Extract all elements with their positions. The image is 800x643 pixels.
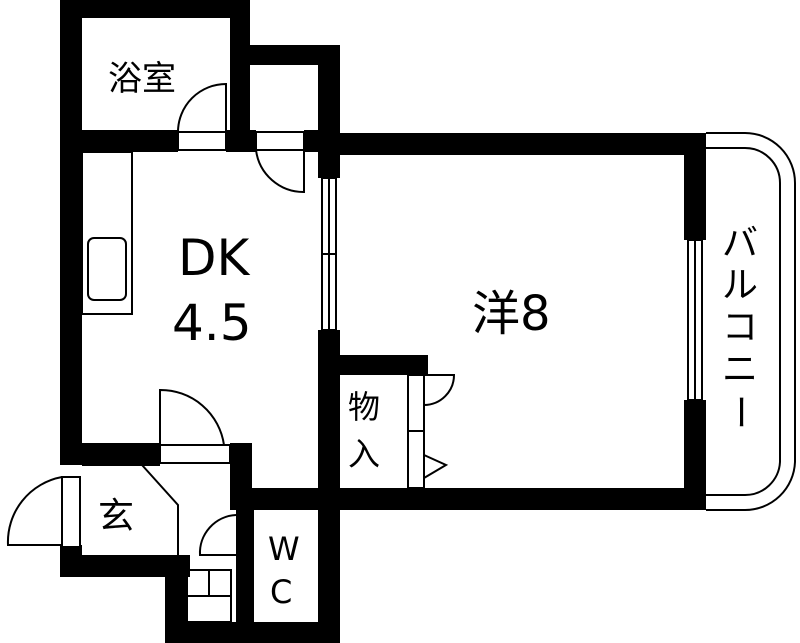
wall-bath-bottom-left xyxy=(60,130,178,152)
wall-closet-right xyxy=(318,45,340,155)
wall-bottom xyxy=(165,622,340,643)
closet-door-swing xyxy=(255,149,305,194)
wall-entrance-bottom xyxy=(60,555,190,577)
wall-western-right-top xyxy=(684,133,706,240)
balcony-char: バ xyxy=(722,223,758,264)
label-dk-name: DK xyxy=(178,229,251,287)
bath-doorway xyxy=(177,131,227,151)
wall-closet-top xyxy=(230,45,340,65)
wall-storage-top xyxy=(318,355,428,375)
entrance-door-swing xyxy=(6,476,63,546)
wall-partition-top xyxy=(318,133,340,178)
balcony-label: バ ル コ ニ ー xyxy=(719,223,760,430)
label-wc-1: W xyxy=(268,530,300,568)
balcony-char: ル xyxy=(722,265,758,306)
entrance-step xyxy=(141,464,179,555)
wc-door-swing xyxy=(198,514,237,556)
bath-door-swing xyxy=(177,82,227,133)
wall-bath-bottom-mid xyxy=(226,130,256,152)
doors xyxy=(6,82,456,556)
label-entrance: 玄 xyxy=(98,496,134,537)
entrance-doorway xyxy=(61,476,81,548)
kitchen-counter xyxy=(81,151,133,315)
wall-wc-left xyxy=(236,510,254,643)
wall-shoebox-left xyxy=(165,555,187,643)
label-western: 洋8 xyxy=(472,286,551,342)
wall-western-top xyxy=(318,133,706,155)
wall-hall-right xyxy=(230,443,252,510)
windows xyxy=(61,131,703,548)
hall-door-swing xyxy=(159,388,225,446)
label-dk-size: 4.5 xyxy=(172,294,252,352)
fixtures xyxy=(81,151,232,623)
wall-bath-top xyxy=(60,0,250,18)
balcony-inner xyxy=(706,147,781,497)
storage-door-swing-top xyxy=(423,374,456,406)
wall-western-bottom xyxy=(236,488,706,510)
wall-dk-bottom xyxy=(60,443,160,465)
wall-bath-right xyxy=(230,0,250,135)
balcony-char: ニ xyxy=(722,349,758,390)
wall-wc-right xyxy=(318,488,340,643)
wall-western-right-bottom xyxy=(684,400,706,510)
balcony-char: コ xyxy=(722,307,758,348)
kitchen-sink xyxy=(87,237,127,301)
label-storage-2: 入 xyxy=(348,435,380,473)
hall-doorway xyxy=(159,444,231,464)
label-storage-1: 物 xyxy=(348,388,380,426)
balcony-outline xyxy=(706,132,796,512)
wall-left xyxy=(60,0,82,462)
storage-door-swing-bottom xyxy=(423,454,449,479)
walls xyxy=(60,0,706,643)
label-wc-2: C xyxy=(270,573,292,611)
balcony-char: ー xyxy=(719,394,760,430)
wall-entrance-left xyxy=(60,545,82,577)
closet-doorway xyxy=(255,131,305,151)
label-bath: 浴室 xyxy=(108,59,176,99)
